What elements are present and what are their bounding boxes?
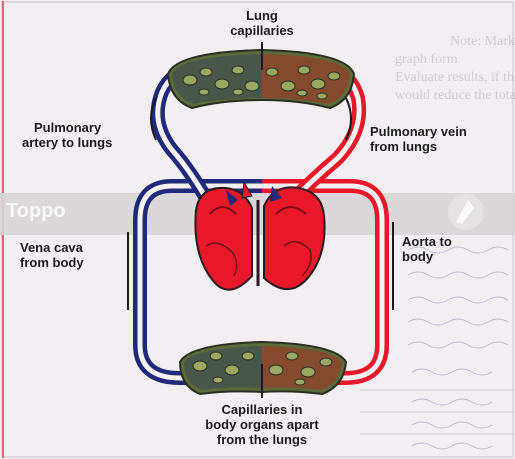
background-banner-text: Toppo	[6, 200, 66, 223]
right-side-of-heart	[195, 188, 252, 290]
label-vena-cava: Vena cava from body	[20, 240, 84, 270]
label-pulmonary-artery: Pulmonary artery to lungs	[22, 120, 112, 150]
background-text-line: Note: Marks also to be awarded written i…	[450, 34, 515, 50]
label-body-capillaries: Capillaries in body organs apart from th…	[192, 402, 332, 447]
label-aorta: Aorta to body	[402, 234, 452, 264]
background-text-line: would reduce the total marks accordingly	[395, 88, 515, 104]
handwriting-scribbles	[408, 247, 508, 449]
label-pulmonary-vein: Pulmonary vein from lungs	[370, 124, 467, 154]
label-lung-capillaries: Lung capillaries	[222, 8, 302, 38]
background-text-line: Evaluate results, if the required point …	[395, 70, 515, 86]
left-side-of-heart	[264, 187, 325, 289]
background-text-line: graph form	[395, 52, 458, 68]
